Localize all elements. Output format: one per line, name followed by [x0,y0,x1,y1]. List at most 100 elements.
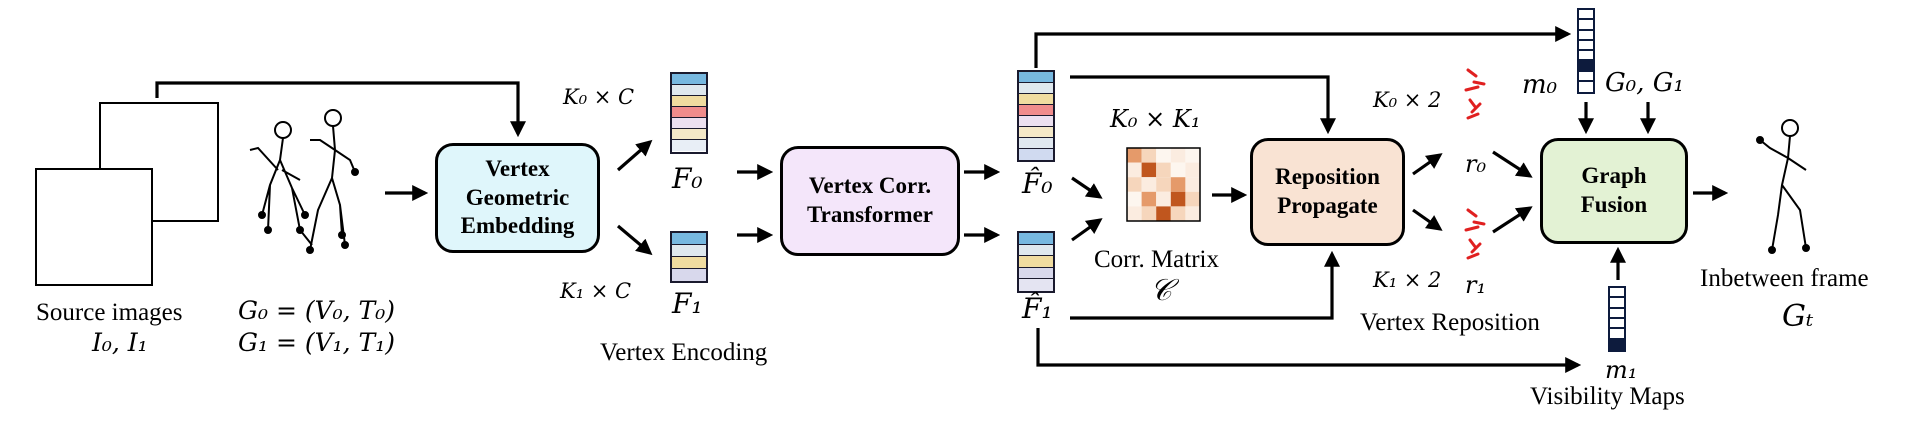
corr-cell [1127,191,1142,207]
visibility-cell [1579,20,1593,31]
f1-label: F₁ [672,287,703,320]
visibility-cell [1610,288,1624,299]
f1-hat-label: F̂₁ [1022,292,1053,325]
corr-matrix-label: Corr. Matrix [1094,246,1219,273]
source-images-label: Source images [36,299,183,326]
visibility-cell [1579,40,1593,51]
graph-g0-label: G₀ = (V₀, T₀) [238,296,396,325]
visibility-cell [1579,81,1593,92]
f0-hat-label: F̂₀ [1022,167,1053,200]
corr-cell [1141,148,1157,163]
visibility-cell [1579,71,1593,82]
corr-cell [1185,206,1200,221]
corr-cell [1170,148,1186,163]
arrow-r1-to-gf [1492,206,1533,234]
corr-cell [1156,206,1171,221]
g0-g1-label: G₀, G₁ [1605,68,1684,98]
feature-cell [1019,279,1053,291]
arrow-vge-to-f1 [616,224,653,256]
feature-cell [1019,233,1053,245]
arrow-rp-to-r0 [1412,153,1443,176]
vertex-graph-g0-sketch [249,121,313,246]
vertex-encoding-label: Vertex Encoding [600,339,768,366]
arrow-f1hat-to-m1 [1036,328,1582,373]
corr-cell [1141,162,1157,178]
k1-2-label: K₁ × 2 [1373,268,1442,292]
visibility-cell [1610,329,1624,340]
visibility-cell [1579,30,1593,41]
feature-cell [672,233,706,245]
k0-2-label: K₀ × 2 [1373,88,1442,112]
vertex-graph-g1-sketch [306,109,359,254]
arrow-r0-to-gf [1492,150,1533,178]
feature-cell [1019,105,1053,116]
corr-cell [1127,148,1142,163]
visibility-cell [1579,51,1593,62]
visibility-maps-label: Visibility Maps [1530,383,1685,410]
vertex-reposition-label: Vertex Reposition [1360,309,1540,336]
visibility-map-m0 [1577,8,1595,94]
feature-cell [1019,138,1053,149]
gt-label: Gₜ [1782,299,1814,334]
feature-cell [672,96,706,107]
feature-cell [672,74,706,85]
feature-cell [1019,72,1053,83]
corr-cell [1185,162,1200,178]
feature-cell [672,245,706,257]
inbetween-frame-label: Inbetween frame [1700,265,1869,292]
arrow-source-to-vge [155,81,526,138]
feature-cell [672,269,706,281]
source-image-i0-frame [35,168,153,286]
k1-c-label: K₁ × C [560,279,632,303]
corr-cell [1185,191,1200,207]
visibility-cell [1610,308,1624,319]
feature-f1-hat-stack [1017,231,1055,293]
correlation-matrix-heatmap [1126,147,1201,222]
feature-f0-stack [670,72,708,154]
feature-cell [672,257,706,269]
feature-cell [1019,94,1053,105]
k0-c-label: K₀ × C [563,85,635,109]
inbetween-frame-sketch [1756,119,1810,254]
corr-cell [1185,177,1200,192]
feature-cell [1019,244,1053,257]
arrow-f1hat-to-corr [1071,218,1103,242]
corr-cell [1170,206,1186,221]
visibility-cell [1610,298,1624,309]
r0-label: r₀ [1465,150,1487,178]
feature-cell [672,129,706,140]
feature-cell [672,118,706,129]
feature-cell [1019,149,1053,160]
m1-label: m₁ [1605,356,1638,384]
arrow-f0hat-to-rp [1070,75,1336,135]
corr-cell [1156,148,1171,163]
feature-cell [672,140,706,151]
visibility-cell [1579,61,1593,72]
corr-cell [1141,191,1157,207]
feature-cell [672,85,706,96]
f0-label: F₀ [672,162,703,195]
arrow-rp-to-r1 [1412,208,1443,231]
corr-cell [1156,162,1171,178]
corr-cell [1141,206,1157,221]
reposition-vectors-r1 [1464,208,1486,260]
feature-cell [1019,267,1053,280]
k0-k1-label: K₀ × K₁ [1110,105,1201,133]
corr-cell [1141,177,1157,192]
feature-cell [672,107,706,118]
feature-cell [1019,83,1053,94]
corr-cell [1185,148,1200,163]
visibility-cell [1579,10,1593,21]
reposition-vectors-r0 [1464,68,1486,120]
feature-f1-stack [670,231,708,283]
corr-cell [1127,162,1142,178]
corr-cell [1127,206,1142,221]
corr-cell [1170,191,1186,207]
arrow-f0hat-to-corr [1071,176,1103,199]
visibility-cell [1610,339,1624,350]
visibility-map-m1 [1608,286,1626,352]
feature-cell [1019,116,1053,127]
corr-cell [1170,162,1186,178]
